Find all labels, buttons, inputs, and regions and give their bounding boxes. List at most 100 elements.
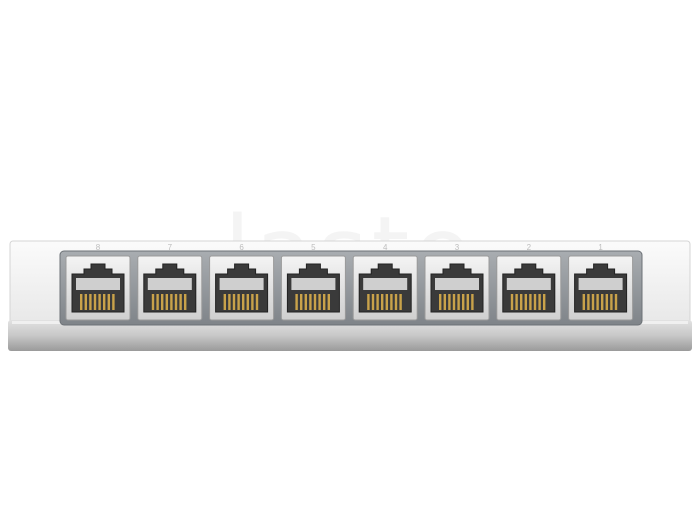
contact-pin bbox=[376, 294, 379, 310]
contact-pin bbox=[89, 294, 92, 310]
contact-pin bbox=[385, 294, 388, 310]
contact-pin bbox=[443, 294, 446, 310]
switch-base bbox=[8, 320, 692, 351]
contact-pin bbox=[614, 294, 618, 310]
contact-pin bbox=[174, 294, 178, 310]
contact-pins bbox=[80, 294, 115, 310]
contact-pin bbox=[510, 294, 514, 310]
port-number-label: 1 bbox=[598, 243, 603, 252]
contact-pin bbox=[295, 294, 298, 310]
jack-tray bbox=[506, 278, 551, 290]
contact-pin bbox=[543, 294, 546, 310]
contact-pin bbox=[381, 294, 384, 310]
contact-pin bbox=[223, 294, 226, 310]
contact-pin bbox=[161, 294, 164, 310]
rj45-port bbox=[209, 255, 275, 321]
contact-pins bbox=[510, 294, 546, 310]
contact-pin bbox=[112, 294, 115, 310]
contact-pin bbox=[394, 294, 398, 310]
jack-tray bbox=[578, 278, 623, 290]
contact-pin bbox=[237, 294, 240, 310]
contact-pin bbox=[399, 294, 402, 310]
rj45-port bbox=[352, 255, 418, 321]
jack-tray bbox=[147, 278, 192, 290]
contact-pin bbox=[471, 294, 474, 310]
contact-pin bbox=[304, 294, 307, 310]
contact-pin bbox=[462, 294, 465, 310]
port-number-label: 6 bbox=[239, 243, 244, 252]
contact-pin bbox=[246, 294, 249, 310]
contact-pins bbox=[439, 294, 474, 310]
contact-pin bbox=[610, 294, 613, 310]
contact-pin bbox=[327, 294, 330, 310]
contact-pin bbox=[84, 294, 87, 310]
jack-tray bbox=[219, 278, 264, 290]
contact-pin bbox=[520, 294, 523, 310]
contact-pin bbox=[605, 294, 608, 310]
contact-pins bbox=[582, 294, 618, 310]
port-number-label: 4 bbox=[383, 243, 388, 252]
contact-pin bbox=[323, 294, 326, 310]
contact-pin bbox=[156, 294, 159, 310]
contact-pin bbox=[255, 294, 259, 310]
contact-pin bbox=[93, 294, 97, 310]
contact-pin bbox=[457, 294, 460, 310]
contact-pin bbox=[466, 294, 469, 310]
contact-pin bbox=[601, 294, 604, 310]
contact-pin bbox=[596, 294, 599, 310]
contact-pin bbox=[313, 294, 317, 310]
contact-pin bbox=[515, 294, 518, 310]
contact-pin bbox=[524, 294, 527, 310]
contact-pin bbox=[300, 294, 303, 310]
port-number-label: 8 bbox=[96, 243, 101, 252]
contact-pins bbox=[367, 294, 402, 310]
contact-pin bbox=[448, 294, 451, 310]
contact-pins bbox=[223, 294, 259, 310]
contact-pin bbox=[538, 294, 541, 310]
contact-pin bbox=[318, 294, 321, 310]
port-group bbox=[65, 255, 634, 321]
contact-pin bbox=[251, 294, 254, 310]
contact-pin bbox=[184, 294, 187, 310]
rj45-port bbox=[568, 255, 634, 321]
rj45-port bbox=[496, 255, 562, 321]
port-number-label: 3 bbox=[455, 243, 460, 252]
port-number-label: 5 bbox=[311, 243, 316, 252]
contact-pin bbox=[170, 294, 173, 310]
jack-tray bbox=[76, 278, 120, 290]
contact-pin bbox=[103, 294, 106, 310]
contact-pin bbox=[533, 294, 537, 310]
contact-pins bbox=[295, 294, 330, 310]
contact-pin bbox=[228, 294, 231, 310]
contact-pin bbox=[151, 294, 155, 310]
port-number-label: 7 bbox=[168, 243, 173, 252]
contact-pin bbox=[165, 294, 168, 310]
contact-pin bbox=[80, 294, 83, 310]
rj45-port bbox=[280, 255, 346, 321]
contact-pins bbox=[151, 294, 187, 310]
rj45-port bbox=[424, 255, 490, 321]
contact-pin bbox=[232, 294, 236, 310]
contact-pin bbox=[582, 294, 585, 310]
rj45-port bbox=[65, 255, 131, 321]
contact-pin bbox=[390, 294, 393, 310]
contact-pin bbox=[367, 294, 370, 310]
contact-pin bbox=[591, 294, 595, 310]
contact-pin bbox=[529, 294, 532, 310]
contact-pin bbox=[587, 294, 590, 310]
jack-tray bbox=[363, 278, 408, 290]
contact-pin bbox=[179, 294, 182, 310]
jack-tray bbox=[435, 278, 479, 290]
port-number-label: 2 bbox=[527, 243, 532, 252]
contact-pin bbox=[98, 294, 101, 310]
contact-pin bbox=[371, 294, 375, 310]
contact-pin bbox=[452, 294, 456, 310]
contact-pin bbox=[107, 294, 110, 310]
contact-pin bbox=[242, 294, 245, 310]
port-label-group: 8 7 6 5 4 3 2 1 bbox=[96, 243, 604, 252]
contact-pin bbox=[439, 294, 442, 310]
rj45-port bbox=[137, 255, 203, 321]
contact-pin bbox=[309, 294, 312, 310]
jack-tray bbox=[291, 278, 336, 290]
